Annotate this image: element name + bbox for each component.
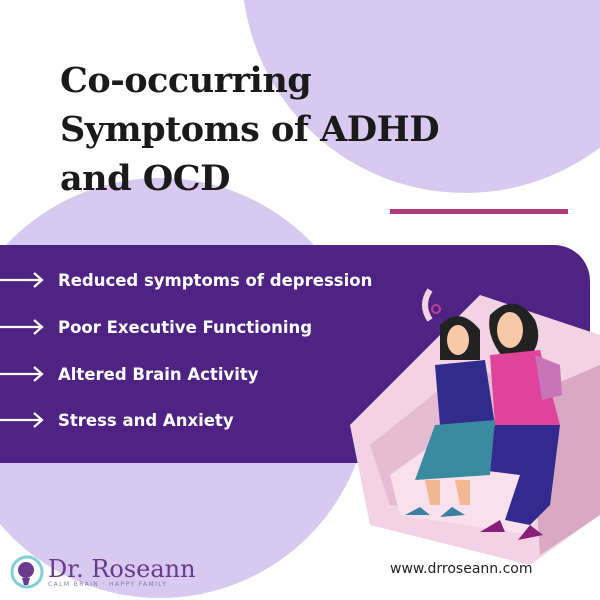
symptom-item: Poor Executive Functioning xyxy=(0,317,312,337)
symptom-label: Altered Brain Activity xyxy=(58,364,259,384)
brand-head-icon xyxy=(10,555,44,589)
arrow-right-icon xyxy=(0,272,44,288)
decorative-circle-top xyxy=(244,0,600,193)
website-link[interactable]: www.drroseann.com xyxy=(390,561,533,577)
title-line: and OCD xyxy=(60,158,230,199)
title-line: Co-occurring xyxy=(60,60,312,101)
symptom-item: Altered Brain Activity xyxy=(0,364,259,384)
symptom-label: Reduced symptoms of depression xyxy=(58,270,373,290)
accent-divider xyxy=(390,209,568,214)
arrow-right-icon xyxy=(0,319,44,335)
symptom-item: Reduced symptoms of depression xyxy=(0,270,372,290)
arrow-right-icon xyxy=(0,412,44,428)
brand-logo: Dr. Roseann CALM BRAIN · HAPPY FAMILY xyxy=(10,555,196,589)
symptom-label: Stress and Anxiety xyxy=(58,410,234,430)
symptom-label: Poor Executive Functioning xyxy=(58,317,313,337)
arrow-right-icon xyxy=(0,366,44,382)
symptom-item: Stress and Anxiety xyxy=(0,410,234,430)
brand-name: Dr. Roseann xyxy=(48,554,196,583)
brand-tagline: CALM BRAIN · HAPPY FAMILY xyxy=(48,580,168,588)
title-line: Symptoms of ADHD xyxy=(60,109,440,150)
page-title: Co-occurring Symptoms of ADHD and OCD xyxy=(60,56,440,203)
mother-daughter-illustration xyxy=(350,288,600,565)
